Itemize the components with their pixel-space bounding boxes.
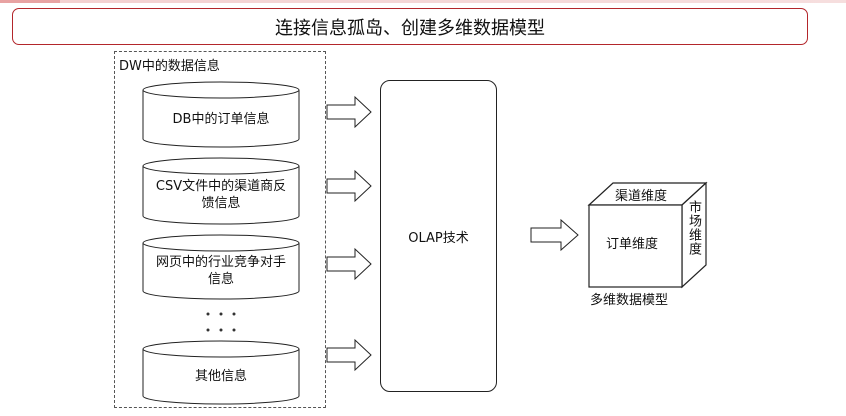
top-accent-line (0, 0, 846, 3)
cylinder-db-orders (142, 81, 300, 148)
dw-frame (114, 51, 326, 408)
arrow-db-to-olap (326, 95, 372, 129)
arrow-csv-to-olap (326, 169, 372, 203)
arrow-web-to-olap (326, 247, 372, 281)
source-csv-feedback: CSV文件中的渠道商反 馈信息 (155, 179, 287, 211)
cylinder-web-competitors (142, 234, 300, 300)
cube-front-label: 订单维度 (606, 237, 659, 252)
dw-label: DW中的数据信息 (119, 59, 220, 74)
cube-front-face (588, 204, 683, 288)
olap-box: OLAP技术 (380, 80, 497, 392)
cube-side-label: 市场维度 (686, 200, 701, 256)
source-web-competitors: 网页中的行业竞争对手 信息 (155, 255, 286, 287)
arrow-olap-to-cube (530, 218, 579, 252)
cube-top-label: 渠道维度 (615, 189, 668, 204)
cylinder-csv-feedback (142, 157, 300, 225)
arrow-other-to-olap (326, 338, 372, 372)
olap-label: OLAP技术 (408, 230, 469, 246)
source-db-orders: DB中的订单信息 (172, 111, 270, 127)
source-other: 其他信息 (194, 368, 247, 384)
cylinder-other (142, 340, 300, 405)
page-title: 连接信息孤岛、创建多维数据模型 (12, 8, 808, 45)
cube (587, 181, 708, 289)
model-caption: 多维数据模型 (590, 293, 669, 308)
ellipsis-dots (206, 312, 236, 332)
